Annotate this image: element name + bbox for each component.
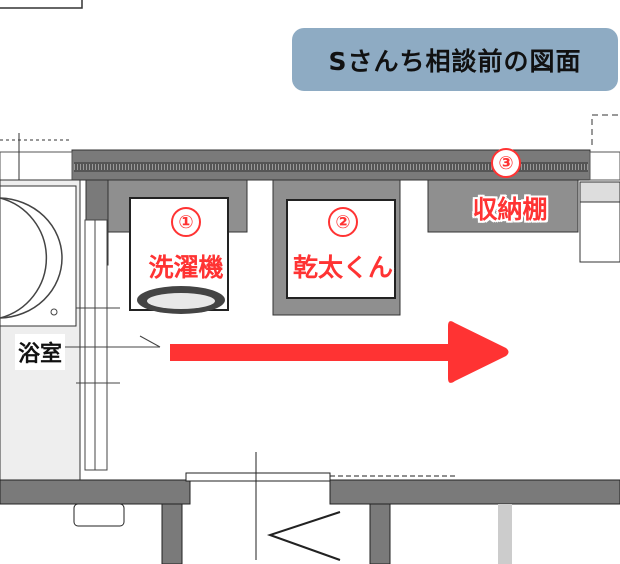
bath-label: 浴室	[14, 334, 66, 370]
dryer-number: ②	[328, 207, 358, 237]
storage-shelf	[427, 179, 579, 233]
bath-door	[62, 219, 161, 471]
page-title: Sさんち相談前の図面	[292, 28, 618, 91]
washer-number: ①	[171, 207, 201, 237]
bathroom	[0, 179, 81, 496]
bottom-wall	[0, 452, 620, 564]
shelf-label: 収納棚	[472, 195, 548, 224]
washer-label: 洗濯機	[148, 253, 224, 282]
legend-box-fragment	[0, 0, 83, 9]
dryer-label: 乾太くん	[292, 253, 394, 282]
flow-arrow	[170, 321, 509, 383]
shelf-number: ③	[491, 148, 521, 178]
